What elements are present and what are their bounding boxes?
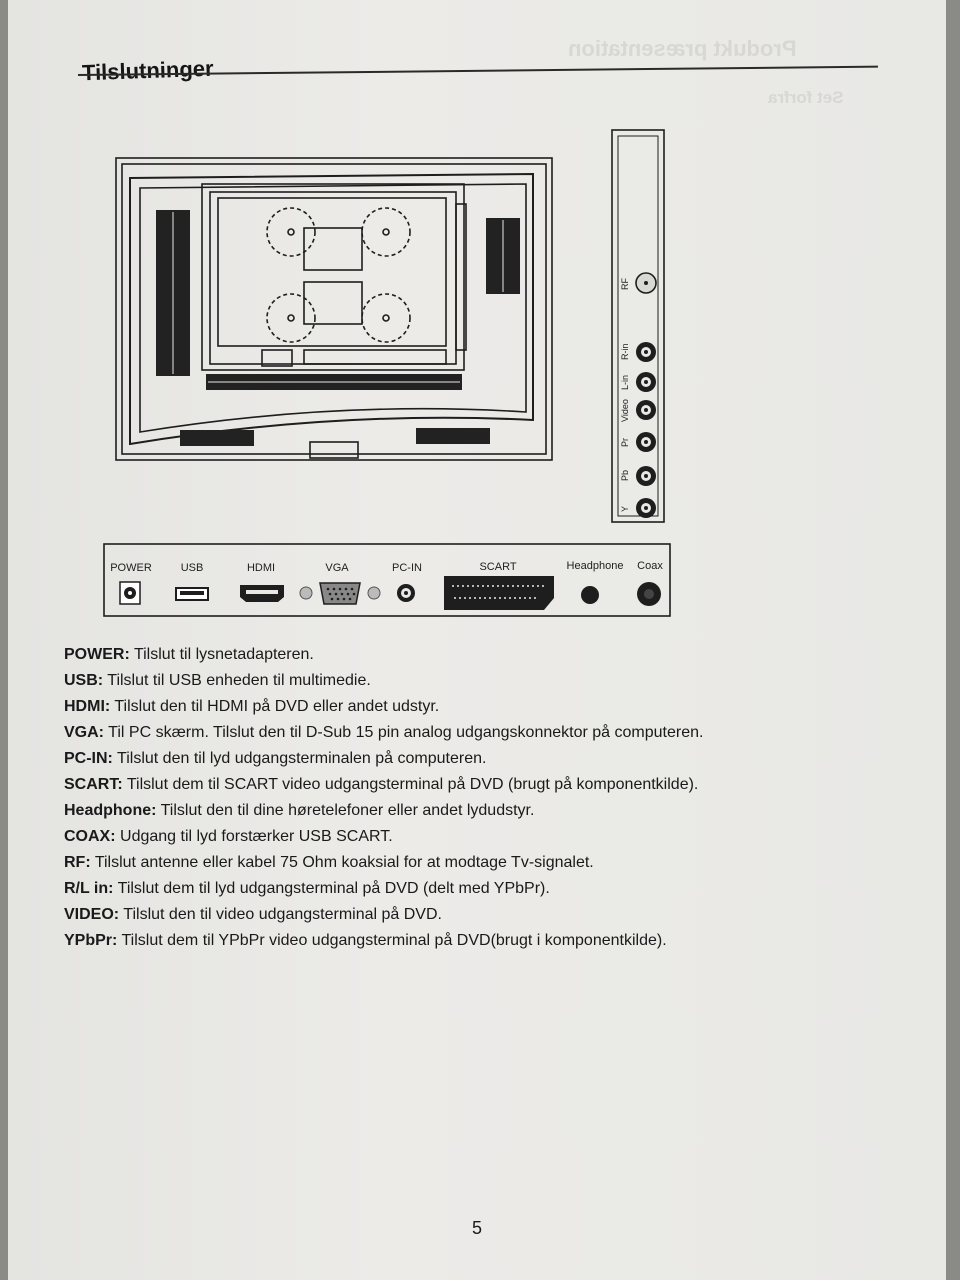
headphone-jack-icon xyxy=(581,586,599,604)
description-term: YPbPr: xyxy=(64,932,118,949)
description-text: Tilslut antenne eller kabel 75 Ohm koaks… xyxy=(90,854,594,871)
side-label-rf: RF xyxy=(620,278,630,290)
rear-connector-panel: POWER USB HDMI VGA PC-IN SCART Headphone… xyxy=(103,543,671,617)
power-jack-icon xyxy=(119,581,141,605)
description-term: R/L in: xyxy=(64,880,114,897)
description-text: Tilslut dem til SCART video udgangstermi… xyxy=(122,776,699,793)
port-label-power: POWER xyxy=(110,562,152,574)
description-term: Headphone: xyxy=(64,802,157,819)
description-row: VIDEO: Tilslut den til video udgangsterm… xyxy=(64,902,884,928)
scart-port-icon xyxy=(444,576,554,610)
description-text: Tilslut dem til YPbPr video udgangstermi… xyxy=(117,932,667,949)
description-text: Tilslut den til lyd udgangsterminalen på… xyxy=(112,750,487,767)
description-term: COAX: xyxy=(64,828,116,845)
connector-descriptions: POWER: Tilslut til lysnetadapteren. USB:… xyxy=(64,642,884,954)
description-term: VIDEO: xyxy=(64,906,120,923)
description-term: POWER: xyxy=(64,646,130,663)
manual-page: Produkt præsentation Set forfra Tilslutn… xyxy=(8,0,946,1280)
description-term: RF: xyxy=(64,854,91,871)
side-label-video: Video xyxy=(620,399,630,422)
rca-jacks xyxy=(636,342,656,518)
description-text: Tilslut til USB enheden til multimedie. xyxy=(103,672,371,689)
description-text: Tilslut dem til lyd udgangsterminal på D… xyxy=(113,880,550,897)
usb-port-icon xyxy=(175,587,209,601)
port-label-hdmi: HDMI xyxy=(247,562,275,574)
port-label-pc-in: PC-IN xyxy=(392,562,422,574)
port-label-usb: USB xyxy=(181,562,204,574)
description-text: Tilslut den til HDMI på DVD eller andet … xyxy=(110,698,440,715)
description-row: VGA: Til PC skærm. Tilslut den til D-Sub… xyxy=(64,720,884,746)
side-label-pr: Pr xyxy=(620,438,630,447)
description-text: Tilslut den til video udgangsterminal på… xyxy=(119,906,442,923)
side-label-l-in: L-in xyxy=(620,375,630,390)
description-row: COAX: Udgang til lyd forstærker USB SCAR… xyxy=(64,824,884,850)
description-text: Til PC skærm. Tilslut den til D-Sub 15 p… xyxy=(104,724,704,741)
description-row: R/L in: Tilslut dem til lyd udgangstermi… xyxy=(64,876,884,902)
tv-back-illustration xyxy=(115,157,553,461)
description-row: YPbPr: Tilslut dem til YPbPr video udgan… xyxy=(64,928,884,954)
description-row: Headphone: Tilslut den til dine høretele… xyxy=(64,798,884,824)
page-number: 5 xyxy=(472,1218,483,1238)
description-row: HDMI: Tilslut den til HDMI på DVD eller … xyxy=(64,694,884,720)
side-label-pb: Pb xyxy=(620,470,630,481)
hdmi-port-icon xyxy=(240,585,284,602)
description-row: POWER: Tilslut til lysnetadapteren. xyxy=(64,642,884,668)
description-row: PC-IN: Tilslut den til lyd udgangstermin… xyxy=(64,746,884,772)
description-text: Tilslut den til dine høretelefoner eller… xyxy=(156,802,535,819)
vga-port-icon xyxy=(319,582,361,605)
connection-diagram: RF R-in L-in Video Pr Pb Y POWER USB HDM… xyxy=(103,129,671,617)
audio-jack-icon xyxy=(397,584,415,602)
description-text: Udgang til lyd forstærker USB SCART. xyxy=(115,828,393,845)
vent-slats xyxy=(172,212,504,383)
port-label-vga: VGA xyxy=(325,562,349,574)
port-label-scart: SCART xyxy=(479,561,516,573)
description-term: HDMI: xyxy=(64,698,111,715)
description-term: USB: xyxy=(64,672,104,689)
port-label-coax: Coax xyxy=(637,560,663,572)
description-row: USB: Tilslut til USB enheden til multime… xyxy=(64,668,884,694)
side-label-r-in: R-in xyxy=(620,343,630,360)
description-term: VGA: xyxy=(64,724,104,741)
description-term: SCART: xyxy=(64,776,123,793)
description-text: Tilslut til lysnetadapteren. xyxy=(129,646,314,663)
side-label-y: Y xyxy=(620,506,630,512)
side-input-panel: RF R-in L-in Video Pr Pb Y xyxy=(611,129,665,523)
coax-jack-icon xyxy=(637,582,661,606)
port-label-headphone: Headphone xyxy=(567,560,624,572)
description-term: PC-IN: xyxy=(64,750,113,767)
description-row: RF: Tilslut antenne eller kabel 75 Ohm k… xyxy=(64,850,884,876)
description-row: SCART: Tilslut dem til SCART video udgan… xyxy=(64,772,884,798)
